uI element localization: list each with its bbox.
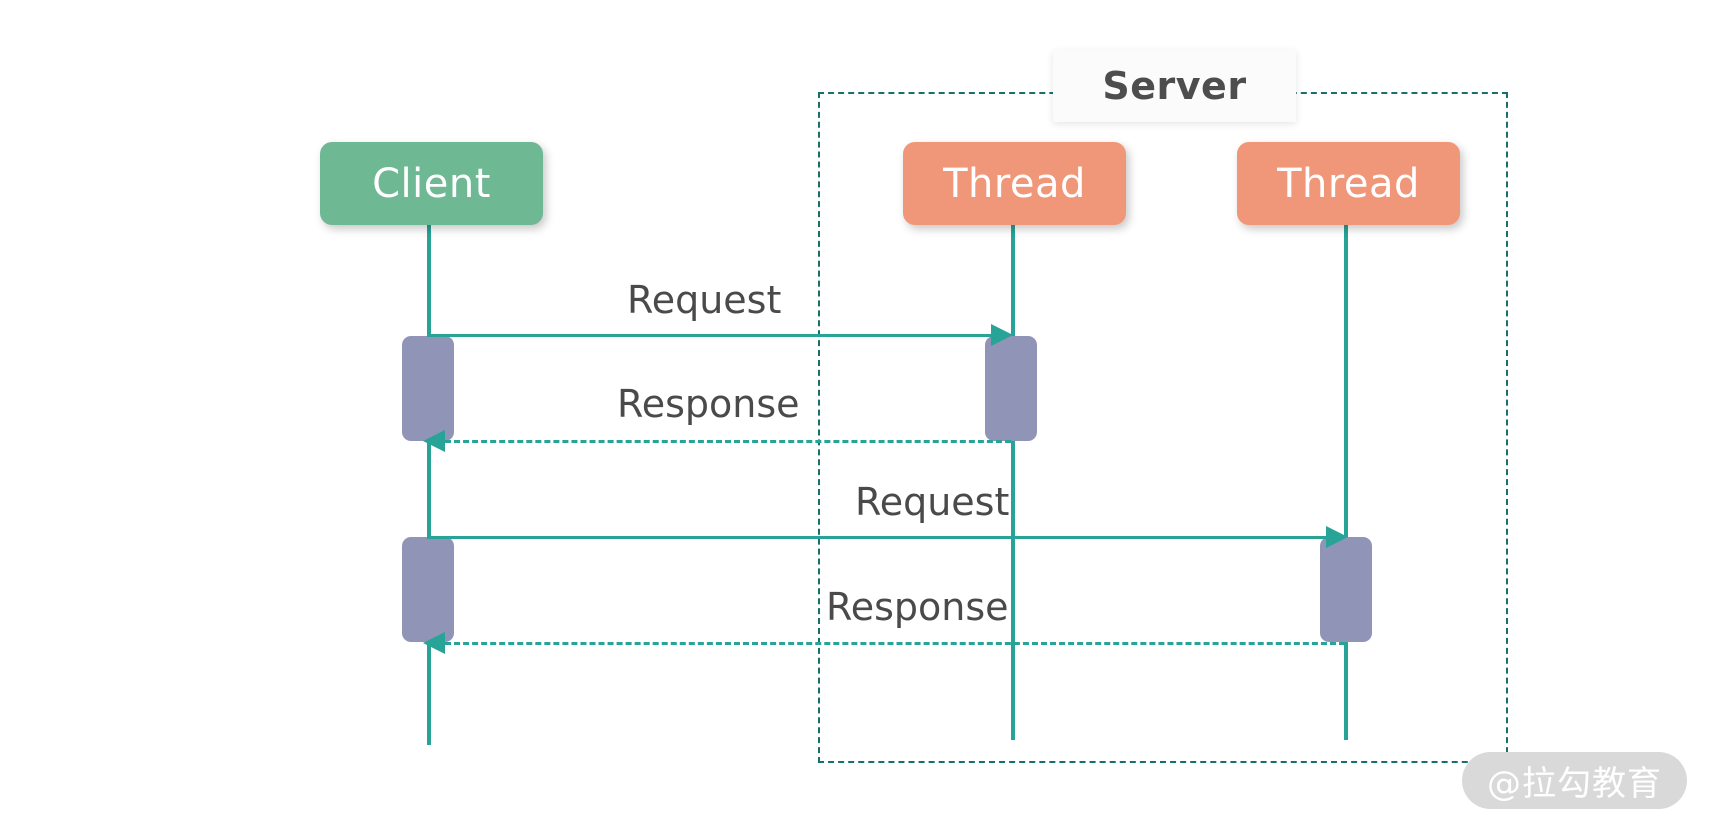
message-arrowhead-request-1: [991, 324, 1013, 346]
message-arrowhead-request-2: [1326, 526, 1348, 548]
message-line-response-2: [445, 642, 1345, 645]
message-arrowhead-response-1: [423, 430, 445, 452]
activation-client-2: [402, 537, 454, 642]
message-line-response-1: [445, 440, 1011, 443]
participant-client-label: Client: [372, 160, 491, 207]
activation-client-1: [402, 336, 454, 441]
participant-thread-2[interactable]: Thread: [1237, 142, 1460, 225]
watermark: @拉勾教育: [1462, 752, 1687, 809]
lifeline-thread-2: [1344, 222, 1348, 740]
message-label-response-1: Response: [617, 382, 800, 426]
message-line-request-2: [427, 536, 1332, 539]
participant-thread-1[interactable]: Thread: [903, 142, 1126, 225]
participant-client[interactable]: Client: [320, 142, 543, 225]
activation-thread-2: [1320, 537, 1372, 642]
participant-thread-2-label: Thread: [1277, 160, 1420, 207]
activation-thread-1: [985, 336, 1037, 441]
message-arrowhead-response-2: [423, 632, 445, 654]
lifeline-client: [427, 222, 431, 745]
message-line-request-1: [427, 334, 997, 337]
participant-thread-1-label: Thread: [943, 160, 1086, 207]
message-label-request-1: Request: [627, 278, 782, 322]
message-label-request-2: Request: [855, 480, 1010, 524]
message-label-response-2: Response: [826, 585, 1009, 629]
lifeline-thread-1: [1011, 222, 1015, 740]
server-group-label: Server: [1053, 50, 1296, 122]
